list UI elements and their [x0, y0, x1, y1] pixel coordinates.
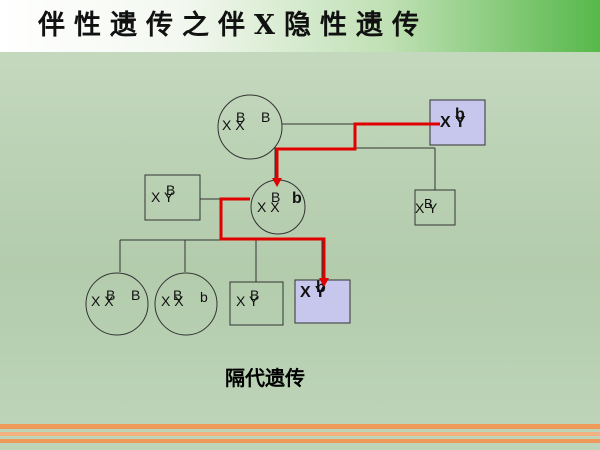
- slide-title: 伴性遗传之伴X隐性遗传: [38, 10, 428, 41]
- path-gen1-to-gen2: [275, 122, 440, 180]
- gen3-female-1-allele1: B: [106, 287, 115, 303]
- gen2-male-right-allele: B: [424, 196, 433, 211]
- path-arrowhead-gen2: [272, 178, 282, 187]
- stripe-2: [0, 432, 600, 436]
- gen3-male-1-genotype: X Y: [236, 293, 259, 309]
- gen3-female-2-allele1: B: [173, 287, 182, 303]
- gen1-male-affected: X Y b: [429, 99, 486, 146]
- gen2-male-right-genotype: X Y: [415, 200, 438, 216]
- gen3-male-1: X Y B: [229, 281, 284, 326]
- gen3-female-1: X X B B: [85, 272, 149, 336]
- gen1-female-allele2: B: [261, 109, 270, 125]
- gen2-male-right: X Y B: [414, 189, 456, 226]
- gen2-female-carrier: X X B b: [250, 179, 306, 235]
- stripe-3: [0, 439, 600, 443]
- gen3-female-1-allele2: B: [131, 287, 140, 303]
- gen2-male-left-allele: B: [166, 182, 175, 198]
- gen2-male-left: X Y B: [144, 174, 201, 221]
- gen1-female-genotype: X X: [222, 117, 245, 133]
- stripe-1: [0, 424, 600, 429]
- gen3-male-2-genotype: X Y: [300, 284, 326, 301]
- gen1-female-allele1: B: [236, 109, 245, 125]
- gen3-male-2-allele: b: [316, 279, 326, 296]
- gen1-female: X X B B: [217, 94, 283, 160]
- path-gen2-to-gen3: [219, 197, 326, 280]
- gen2-male-left-genotype: X Y: [151, 189, 174, 205]
- gen3-female-2-allele2: b: [200, 289, 208, 305]
- gen3-male-1-allele: B: [250, 287, 259, 303]
- gen3-female-2: X X B b: [154, 272, 218, 336]
- gen3-female-2-genotype: X X: [161, 293, 184, 309]
- gen3-male-2-affected: X Y b: [294, 279, 351, 324]
- gen3-female-1-genotype: X X: [91, 293, 114, 309]
- gen2-female-genotype: X X: [257, 199, 280, 215]
- gen1-male-genotype: X Y: [440, 114, 466, 131]
- gen2-female-allele1: B: [271, 189, 280, 205]
- title-band: 伴性遗传之伴X隐性遗传: [0, 0, 600, 52]
- path-arrowhead-gen3: [319, 278, 329, 287]
- inheritance-path: [219, 122, 440, 287]
- caption-skip-generation: 隔代遗传: [225, 366, 305, 390]
- gen1-male-allele: b: [455, 106, 465, 123]
- gen2-female-allele2: b: [292, 190, 302, 207]
